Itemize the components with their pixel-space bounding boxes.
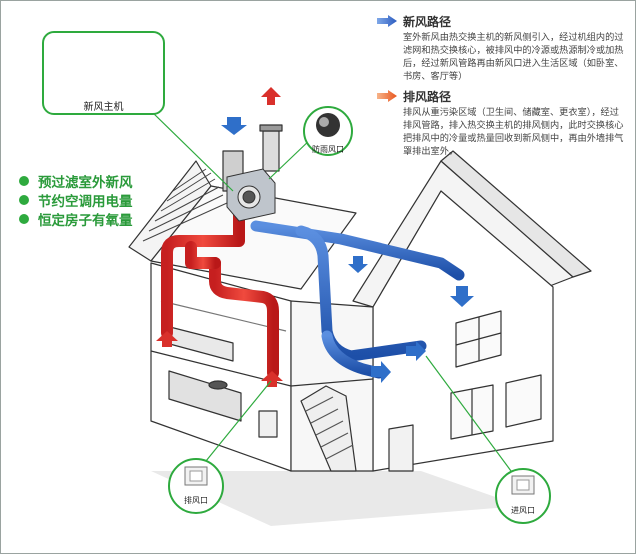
fresh-flow-arrows — [221, 117, 474, 383]
fresh-air-legend-text: 室外新风由热交换主机的新风侧引入，经过机组内的过滤网和热交换核心，被排风中的冷源… — [403, 32, 624, 82]
exhaust-legend: 排风路径 排风从重污染区域（卫生间、储藏室、更衣室），经过排风管路，排入热交换主… — [377, 88, 627, 158]
fresh-air-unit-box: 新风主机 — [42, 31, 165, 115]
rain-vent-callout — [268, 106, 353, 180]
bullet-icon — [19, 194, 29, 205]
exhaust-vent-label: 排风口 — [184, 496, 208, 505]
unit-pointer-line — [150, 110, 234, 192]
fresh-air-unit-label: 新风主机 — [83, 102, 124, 113]
exhaust-ducts — [161, 200, 279, 379]
bullet-icon — [19, 175, 29, 186]
benefit-item: 预过滤室外新风 — [19, 171, 133, 191]
exhaust-flow-arrows — [156, 87, 283, 387]
attic-unit — [226, 168, 276, 222]
exhaust-arrow-icon — [377, 90, 397, 102]
fresh-air-arrow-icon — [377, 15, 397, 27]
rain-vent-label: 防雨风口 — [312, 145, 344, 154]
exhaust-legend-text: 排风从重污染区域（卫生间、储藏室、更衣室），经过排风管路，排入热交换主机的排风侧… — [403, 107, 624, 157]
fresh-air-legend: 新风路径 室外新风由热交换主机的新风侧引入，经过机组内的过滤网和热交换核心，被排… — [377, 13, 627, 83]
supply-vent-callout — [425, 355, 551, 524]
supply-vent-label: 进风口 — [511, 506, 535, 515]
benefit-item: 恒定房子有氧量 — [19, 209, 133, 229]
benefit-item: 节约空调用电量 — [19, 190, 133, 210]
benefit-list: 预过滤室外新风 节约空调用电量 恒定房子有氧量 — [19, 171, 133, 229]
exhaust-vent-callout — [168, 380, 272, 514]
roof-tiles — [142, 168, 228, 242]
fresh-air-ducts — [250, 220, 465, 379]
bullet-icon — [19, 213, 29, 224]
fresh-air-legend-title: 新风路径 — [377, 13, 627, 29]
exhaust-legend-title: 排风路径 — [377, 88, 627, 104]
